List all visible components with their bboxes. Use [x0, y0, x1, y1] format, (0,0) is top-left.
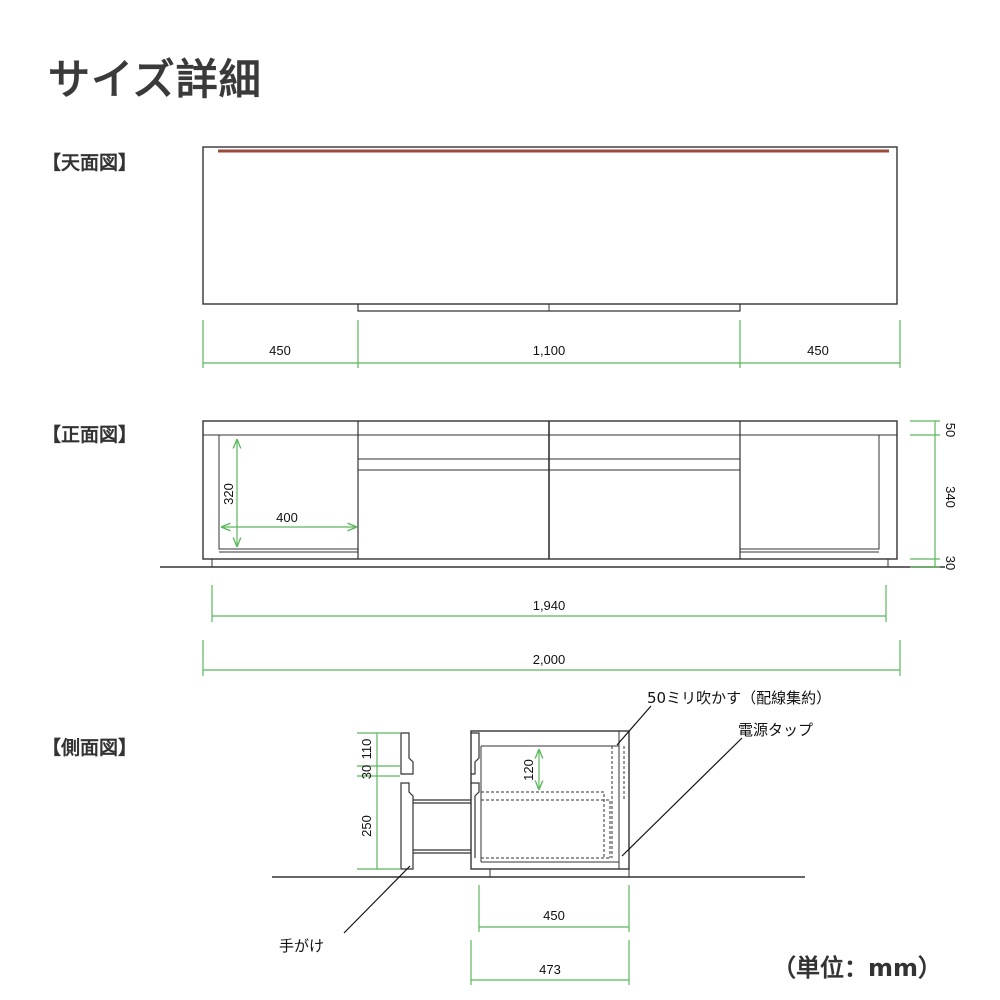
- top-dimension-lines: [202, 320, 901, 368]
- front-right-shelf: [739, 434, 880, 550]
- front-right-dim-bottom: 30: [943, 556, 958, 570]
- front-plinth: [211, 558, 889, 568]
- side-inner-height: 120: [521, 759, 536, 781]
- top-view-label: 【天面図】: [42, 152, 138, 174]
- side-cabinet-outline: [470, 730, 630, 870]
- side-left-dim-bottom: 250: [359, 815, 374, 837]
- front-right-dim-top: 50: [943, 423, 958, 437]
- front-width-dimension-lines: [202, 585, 901, 676]
- front-width-inner: 1,940: [533, 598, 566, 613]
- side-left-dimension-lines: [357, 732, 400, 870]
- top-dim-left: 450: [269, 343, 291, 358]
- side-depth-inner: 450: [543, 908, 565, 923]
- side-depth-dimension-lines: [470, 885, 630, 985]
- side-callout-leaders: [343, 705, 743, 934]
- top-dim-center: 1,100: [533, 343, 566, 358]
- front-width-total: 2,000: [533, 652, 566, 667]
- side-drawer-front: [400, 732, 480, 870]
- top-outline: [202, 146, 898, 305]
- front-inner-height: 320: [221, 483, 236, 505]
- side-depth-total: 473: [539, 962, 561, 977]
- front-right-dim-middle: 340: [943, 486, 958, 508]
- page-title: サイズ詳細: [48, 55, 262, 104]
- handle-note: 手がけ: [279, 937, 324, 955]
- vent-note: 50ミリ吹かす（配線集約）: [647, 689, 831, 707]
- front-left-shelf: [218, 434, 359, 550]
- front-view: 320 400 50 340 30 1,940 2,000: [160, 420, 958, 676]
- top-view: 450 1,100 450: [202, 146, 901, 368]
- side-view-label: 【側面図】: [42, 737, 138, 759]
- power-tap-note: 電源タップ: [738, 721, 813, 739]
- top-dim-right: 450: [807, 343, 829, 358]
- front-view-label: 【正面図】: [42, 424, 138, 446]
- side-plinth: [489, 868, 630, 878]
- side-left-dim-top: 110: [359, 739, 374, 760]
- front-right-dimension-lines: [910, 420, 940, 568]
- front-inner-width: 400: [276, 510, 298, 525]
- front-outline: [202, 420, 898, 560]
- side-view: 110 30 250 120 450 473 50ミリ吹かす（配線集約） 電源タ…: [272, 689, 831, 985]
- side-left-dim-middle: 30: [359, 765, 374, 779]
- side-hidden-lines: [481, 746, 625, 859]
- unit-note: （単位：mm）: [772, 954, 943, 982]
